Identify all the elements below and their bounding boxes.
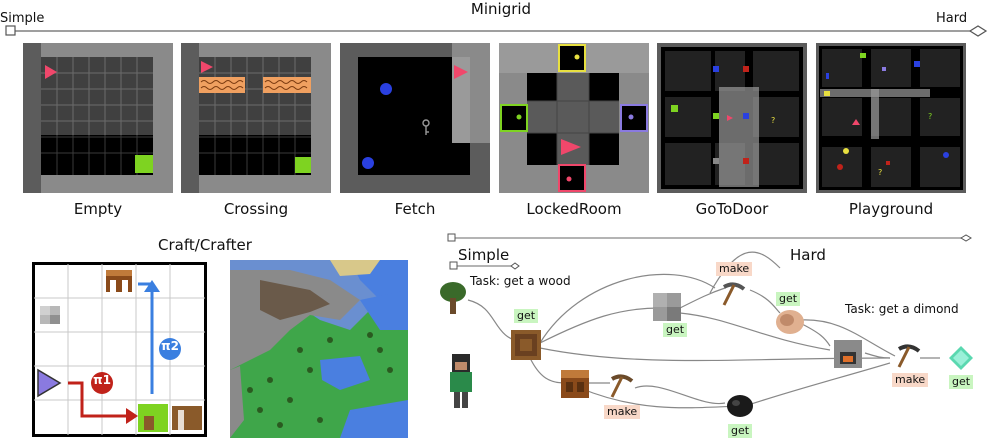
tree-hard-label: Hard	[790, 246, 826, 264]
iron-icon	[776, 310, 804, 334]
svg-text:?: ?	[878, 168, 882, 177]
env-playground-label: Playground	[848, 200, 934, 218]
wood-icon	[511, 330, 541, 360]
minigrid-title: Minigrid	[470, 0, 532, 18]
get-coal-tag: get	[728, 424, 753, 438]
env-crossing-label: Crossing	[223, 200, 289, 218]
env-gotodoor-label: GoToDoor	[695, 200, 769, 218]
coal-icon	[727, 395, 753, 417]
get-iron-tag: get	[776, 292, 801, 306]
difficulty-axis-tree	[447, 233, 972, 270]
stone-icon	[653, 293, 681, 321]
get-wood-tag: get	[514, 309, 539, 323]
tree-icon	[440, 282, 466, 314]
env-fetch-label: Fetch	[394, 200, 436, 218]
player-icon	[450, 354, 472, 408]
pi1-label: π1	[93, 373, 111, 387]
table-icon	[561, 370, 589, 398]
env-gotodoor-image: ?	[657, 43, 807, 193]
minigrid-hard-label: Hard	[936, 11, 968, 26]
crafter-title: Craft/Crafter	[158, 236, 252, 254]
furnace-icon	[834, 340, 862, 368]
env-playground-image: ? ?	[816, 43, 966, 193]
env-lockedroom-label: LockedRoom	[526, 200, 622, 218]
craft-grid-image	[32, 262, 207, 437]
env-empty-label: Empty	[73, 200, 123, 218]
task-diamond-label: Task: get a dimond	[845, 302, 959, 316]
make-wood-pickaxe-tag: make	[604, 405, 641, 419]
env-crossing-image	[181, 43, 331, 193]
env-fetch-image	[340, 43, 490, 193]
task-wood-label: Task: get a wood	[470, 274, 571, 288]
make-stone-pickaxe-tag: make	[716, 262, 753, 276]
pi2-label: π2	[161, 339, 179, 353]
env-lockedroom-image	[499, 43, 649, 193]
get-diamond-tag: get	[949, 375, 974, 389]
svg-text:?: ?	[928, 112, 932, 121]
iron-pickaxe-icon	[897, 344, 921, 368]
get-stone-tag: get	[663, 323, 688, 337]
minigrid-simple-label: Simple	[0, 11, 45, 26]
svg-text:?: ?	[771, 116, 775, 125]
tree-simple-label: Simple	[458, 246, 510, 264]
stone-pickaxe-icon	[722, 282, 746, 306]
env-empty-image	[23, 43, 173, 193]
diamond-icon	[949, 346, 973, 370]
difficulty-axis-top	[5, 25, 988, 37]
make-iron-pickaxe-tag: make	[892, 373, 929, 387]
wood-pickaxe-icon	[610, 374, 634, 398]
crafter-world-image	[230, 260, 408, 438]
